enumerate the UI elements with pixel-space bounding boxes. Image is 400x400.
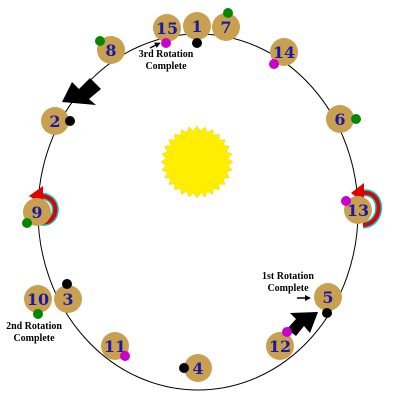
marker-dot-green [22, 218, 32, 228]
black-arrow-lower [287, 312, 318, 336]
caption-pointer-third [149, 42, 161, 49]
planet-position-1: 1 [183, 12, 211, 48]
planet-position-5: 5 [314, 283, 342, 318]
planet-label: 9 [31, 203, 42, 222]
marker-dot-black [65, 116, 75, 126]
planet-disc [183, 12, 211, 40]
planet-position-13: 13 [341, 196, 372, 224]
marker-dot-black [62, 279, 72, 289]
planet-position-8: 8 [95, 36, 125, 64]
marker-dot-green [223, 8, 233, 18]
planet-positions: 1 15 7 14 6 13 5 12 4 11 3 10 9 2 8 [22, 8, 372, 382]
marker-dot-magenta [282, 327, 292, 337]
marker-dot-black [322, 308, 332, 318]
planet-position-6: 6 [326, 105, 361, 133]
planet-position-3: 3 [54, 279, 82, 313]
planet-disc [41, 107, 69, 135]
planet-label: 12 [269, 337, 291, 356]
marker-dot-green [33, 309, 43, 319]
planet-label: 15 [156, 19, 178, 38]
planet-position-9: 9 [22, 198, 51, 228]
planet-label: 13 [347, 201, 369, 220]
planet-disc [24, 285, 52, 313]
planet-label: 11 [104, 337, 126, 356]
planet-disc [270, 38, 298, 66]
planet-label: 1 [191, 17, 202, 36]
planet-disc [212, 13, 240, 41]
planet-position-11: 11 [101, 332, 130, 361]
planet-disc [326, 105, 354, 133]
marker-dot-magenta [120, 351, 130, 361]
planet-label: 8 [105, 41, 116, 60]
planet-position-15: 15 [153, 14, 181, 48]
marker-dot-green [95, 36, 105, 46]
planet-label: 7 [220, 18, 231, 37]
marker-dot-magenta [161, 38, 171, 48]
planet-label: 5 [322, 288, 333, 307]
marker-dot-black [179, 363, 189, 373]
planet-disc [153, 14, 181, 42]
planet-label: 3 [62, 290, 73, 309]
planet-disc [344, 196, 372, 224]
marker-dot-magenta [269, 59, 279, 69]
sun-icon [160, 125, 234, 199]
planet-label: 14 [273, 43, 295, 62]
planet-disc [184, 354, 212, 382]
black-arrow-upper [62, 78, 101, 105]
planet-position-10: 10 [24, 285, 52, 319]
planet-position-4: 4 [179, 354, 212, 382]
planet-position-7: 7 [212, 8, 240, 41]
planet-disc [266, 332, 294, 360]
planet-label: 2 [49, 112, 60, 131]
planet-label: 10 [27, 290, 49, 309]
planet-position-14: 14 [269, 38, 298, 69]
marker-dot-green [351, 114, 361, 124]
planet-disc [54, 285, 82, 313]
marker-dot-magenta [341, 196, 351, 206]
planet-label: 6 [334, 110, 345, 129]
planet-position-2: 2 [41, 107, 75, 135]
planet-position-12: 12 [266, 327, 294, 360]
planet-disc [314, 283, 342, 311]
marker-dot-black [192, 38, 202, 48]
planet-label: 4 [192, 359, 203, 378]
